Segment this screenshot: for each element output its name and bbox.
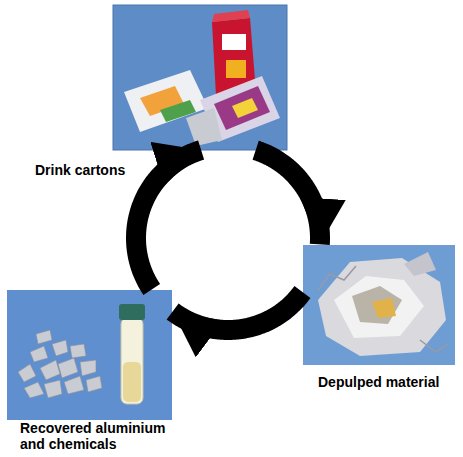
node-label: Drink cartons [35,162,155,178]
crumpled-material [404,252,436,276]
vial-cap [119,304,145,320]
cycle-arrow [136,150,201,289]
photo-node: Recovered aluminium and chemicals [7,290,172,420]
crumpled-material [318,258,446,356]
cycle-arrow [173,292,303,330]
node-label: Depulped material [318,374,458,390]
foil-fringe [420,340,448,352]
foil-fringe [318,266,356,290]
crumpled-material [334,276,424,338]
sample-vial [121,318,143,404]
node-label: Recovered aluminium and chemicals [20,420,170,452]
carton-print [232,98,258,118]
crumpled-material [352,286,402,324]
photo-background [303,245,455,365]
recovered-photo [7,290,172,420]
depulped-photo [303,245,455,365]
photo-background [7,290,172,420]
photo-node: Drink cartons [113,5,287,150]
cycle-arrow [256,150,320,244]
cartons-photo [113,5,287,150]
carton-print [226,60,246,78]
carton-top [212,10,250,22]
pulp-residue [372,298,396,318]
carton-logo [222,34,246,50]
photo-frame [113,5,287,150]
vial-contents [123,362,141,402]
aluminium-flakes [18,330,102,398]
carton-print [214,86,270,130]
photo-background [113,5,287,150]
foil-carton [186,108,222,146]
photo-node: Depulped material [303,245,455,365]
